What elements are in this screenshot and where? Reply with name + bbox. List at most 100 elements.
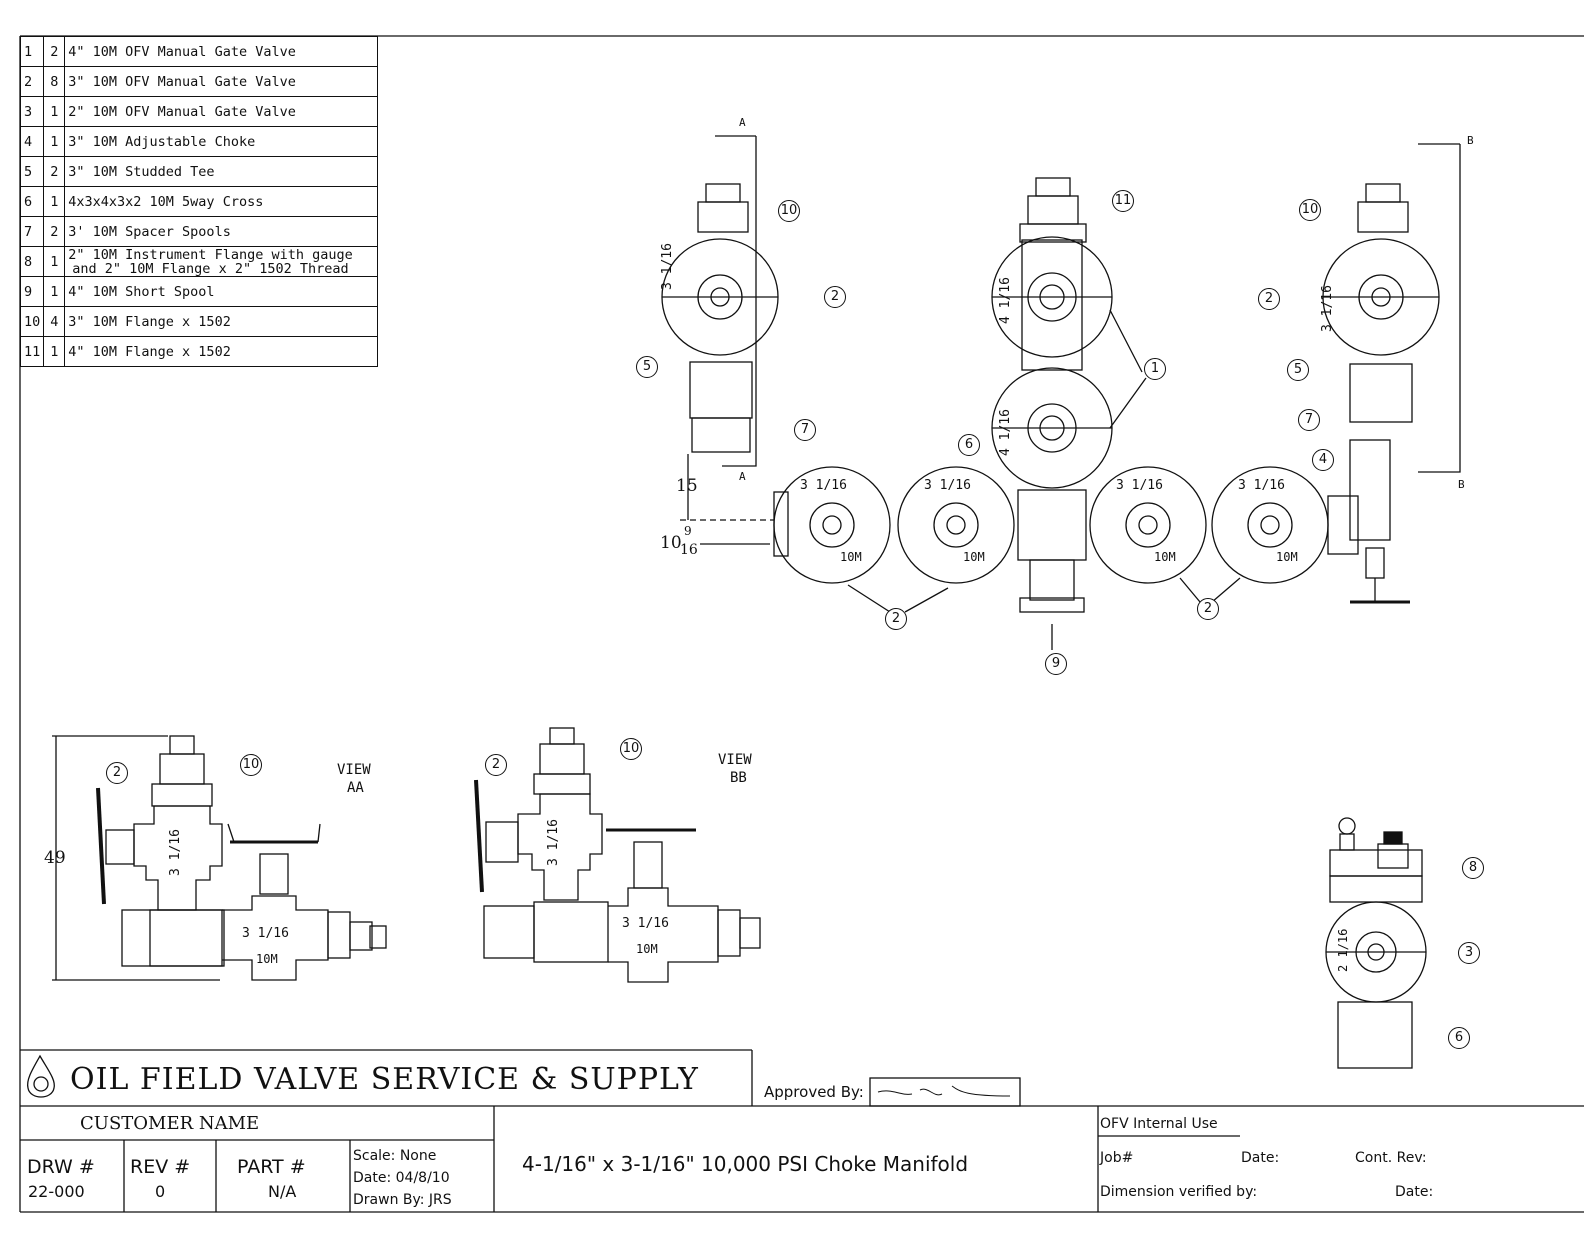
view-aa-valve-size: 3 1/16 — [168, 829, 183, 876]
job-date-label: Date: — [1241, 1150, 1280, 1166]
date-label: Date: 04/8/10 — [353, 1170, 450, 1186]
callout-3: 3 — [1458, 942, 1480, 964]
bom-description: 4" 10M Flange x 1502 — [64, 336, 378, 367]
verified-date-label: Date: — [1395, 1184, 1434, 1200]
view-aa-label-1: VIEW — [337, 762, 371, 778]
instrument-detail-drawing — [1325, 817, 1427, 1069]
bom-description-line: 3" 10M Adjustable Choke — [68, 133, 256, 150]
bom-description: 3' 10M Spacer Spools — [64, 216, 378, 247]
drawing-number-label: DRW # — [27, 1156, 95, 1178]
dimension-verified-label: Dimension verified by: — [1100, 1184, 1258, 1200]
callout-2d: 2 — [1197, 598, 1219, 620]
bom-description-line: 2" 10M OFV Manual Gate Valve — [68, 103, 296, 120]
valve-size-instrument: 2 1/16 — [1336, 928, 1350, 972]
job-label: Job# — [1100, 1150, 1134, 1166]
title-block-lines — [20, 1049, 1584, 1212]
callout-2c: 2 — [885, 608, 907, 630]
view-aa-choke-rating: 10M — [256, 952, 278, 966]
callout-6b: 6 — [1448, 1027, 1470, 1049]
dim-fraction-den: 16 — [680, 542, 698, 558]
valve-size-top-lower: 4 1/16 — [998, 409, 1013, 456]
callout-7a: 7 — [794, 419, 816, 441]
bom-description-line-2: and 2" 10M Flange x 2" 1502 Thread — [72, 260, 349, 277]
bom-item-number: 1 — [19, 36, 45, 67]
bom-item-number: 4 — [19, 126, 45, 157]
bom-description-line: 4" 10M Flange x 1502 — [68, 343, 231, 360]
bom-item-number: 5 — [19, 156, 45, 187]
bom-description-line: 3' 10M Spacer Spools — [68, 223, 231, 240]
part-number-label: PART # — [237, 1156, 306, 1178]
view-bb-drawing — [474, 727, 761, 983]
valve-size-label-2: 3 1/16 — [924, 478, 971, 493]
revision-label: REV # — [130, 1156, 191, 1178]
bom-quantity: 2 — [43, 156, 66, 187]
valve-rating-3: 10M — [1154, 550, 1176, 564]
valve-size-label-3: 3 1/16 — [1116, 478, 1163, 493]
section-b-bottom: B — [1458, 478, 1465, 491]
approved-by-label: Approved By: — [764, 1083, 864, 1101]
dim-10: 10 — [660, 533, 682, 553]
company-name: OIL FIELD VALVE SERVICE & SUPPLY — [70, 1062, 699, 1097]
callout-2f: 2 — [485, 754, 507, 776]
callout-5b: 5 — [1287, 359, 1309, 381]
bom-description: 4x3x4x3x2 10M 5way Cross — [64, 186, 378, 217]
valve-size-label-1: 3 1/16 — [800, 478, 847, 493]
drawing-title: 4-1/16" x 3-1/16" 10,000 PSI Choke Manif… — [522, 1152, 969, 1176]
drawing-number-value: 22-000 — [28, 1182, 85, 1201]
callout-5a: 5 — [636, 356, 658, 378]
cont-rev-label: Cont. Rev: — [1355, 1150, 1427, 1166]
dim-15: 15 — [676, 476, 698, 496]
bom-description-line: 4" 10M OFV Manual Gate Valve — [68, 43, 296, 60]
customer-name: CUSTOMER NAME — [80, 1113, 260, 1134]
bom-item-number: 11 — [19, 336, 45, 367]
scale-label: Scale: None — [353, 1148, 437, 1164]
bom-description-line: 3" 10M Flange x 1502 — [68, 313, 231, 330]
revision-value: 0 — [155, 1182, 166, 1201]
callout-6a: 6 — [958, 434, 980, 456]
callout-7b: 7 — [1298, 409, 1320, 431]
section-a-bottom: A — [739, 470, 746, 483]
main-manifold — [661, 135, 1461, 650]
bom-item-number: 10 — [19, 306, 45, 337]
valve-size-top-upper: 4 1/16 — [998, 277, 1013, 324]
bom-description-line: 4x3x4x3x2 10M 5way Cross — [68, 193, 264, 210]
bom-quantity: 2 — [43, 216, 66, 247]
bom-description: 2" 10M OFV Manual Gate Valve — [64, 96, 378, 127]
bom-item-number: 6 — [19, 186, 45, 217]
view-bb-choke-rating: 10M — [636, 942, 658, 956]
bom-description-line: 3" 10M Studded Tee — [68, 163, 215, 180]
valve-rating-4: 10M — [1276, 550, 1298, 564]
bom-description-line: 2" 10M Instrument Flange with gauge — [68, 246, 353, 263]
valve-rating-1: 10M — [840, 550, 862, 564]
callout-8: 8 — [1462, 857, 1484, 879]
bom-quantity: 1 — [43, 336, 66, 367]
view-bb-valve-size: 3 1/16 — [546, 819, 561, 866]
bom-item-number: 7 — [19, 216, 45, 247]
view-aa-label-2: AA — [347, 780, 364, 796]
section-b-top: B — [1467, 134, 1474, 147]
valve-rating-2: 10M — [963, 550, 985, 564]
drawn-by-label: Drawn By: JRS — [353, 1192, 452, 1208]
view-aa-drawing — [52, 735, 387, 981]
dim-49: 49 — [44, 848, 66, 868]
view-bb-label-2: BB — [730, 770, 747, 786]
callout-2b: 2 — [1258, 288, 1280, 310]
view-aa-choke-size: 3 1/16 — [242, 926, 289, 941]
part-number-value: N/A — [268, 1182, 297, 1201]
bom-description: 3" 10M Adjustable Choke — [64, 126, 378, 157]
bom-description-line: 3" 10M OFV Manual Gate Valve — [68, 73, 296, 90]
internal-use-label: OFV Internal Use — [1100, 1116, 1218, 1132]
callout-10d: 10 — [620, 738, 642, 760]
callout-10b: 10 — [1299, 199, 1321, 221]
bom-item-number: 8 — [19, 246, 45, 277]
callout-2e: 2 — [106, 762, 128, 784]
